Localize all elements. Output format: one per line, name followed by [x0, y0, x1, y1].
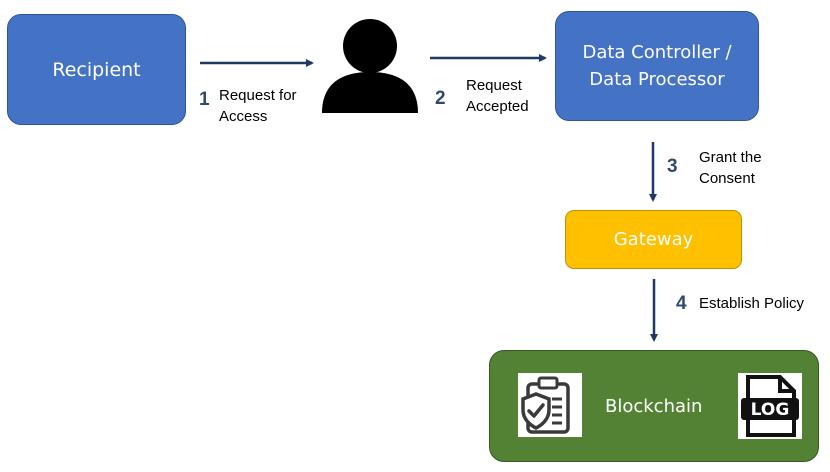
- clipboard-shield-icon: [518, 373, 582, 437]
- step-2-text-line2: Accepted: [466, 98, 529, 115]
- step-4-number: 4: [676, 293, 687, 314]
- log-icon-text: LOG: [751, 400, 790, 420]
- log-file-icon: LOG: [738, 373, 802, 439]
- gateway-node: Gateway: [565, 210, 742, 269]
- recipient-label: Recipient: [52, 58, 141, 81]
- step-1-text-line1: Request for: [219, 87, 297, 104]
- blockchain-node: Blockchain LOG: [489, 350, 819, 462]
- step-2-text-line1: Request: [466, 77, 522, 94]
- recipient-node: Recipient: [7, 14, 186, 125]
- person-icon: [322, 19, 418, 113]
- step-4-text-line1: Establish Policy: [699, 295, 805, 312]
- step-3-text-line1: Grant the: [699, 149, 762, 166]
- step-1-text-line2: Access: [219, 108, 268, 125]
- controller-label-line1: Data Controller /: [582, 42, 732, 63]
- data-controller-node: Data Controller / Data Processor: [555, 11, 759, 121]
- controller-label-line2: Data Processor: [589, 69, 725, 90]
- step-1-number: 1: [199, 89, 210, 110]
- step-3-text-line2: Consent: [699, 170, 755, 187]
- blockchain-label: Blockchain: [605, 396, 703, 417]
- gateway-label: Gateway: [613, 229, 694, 250]
- step-3-number: 3: [667, 156, 678, 177]
- step-2-number: 2: [435, 88, 446, 109]
